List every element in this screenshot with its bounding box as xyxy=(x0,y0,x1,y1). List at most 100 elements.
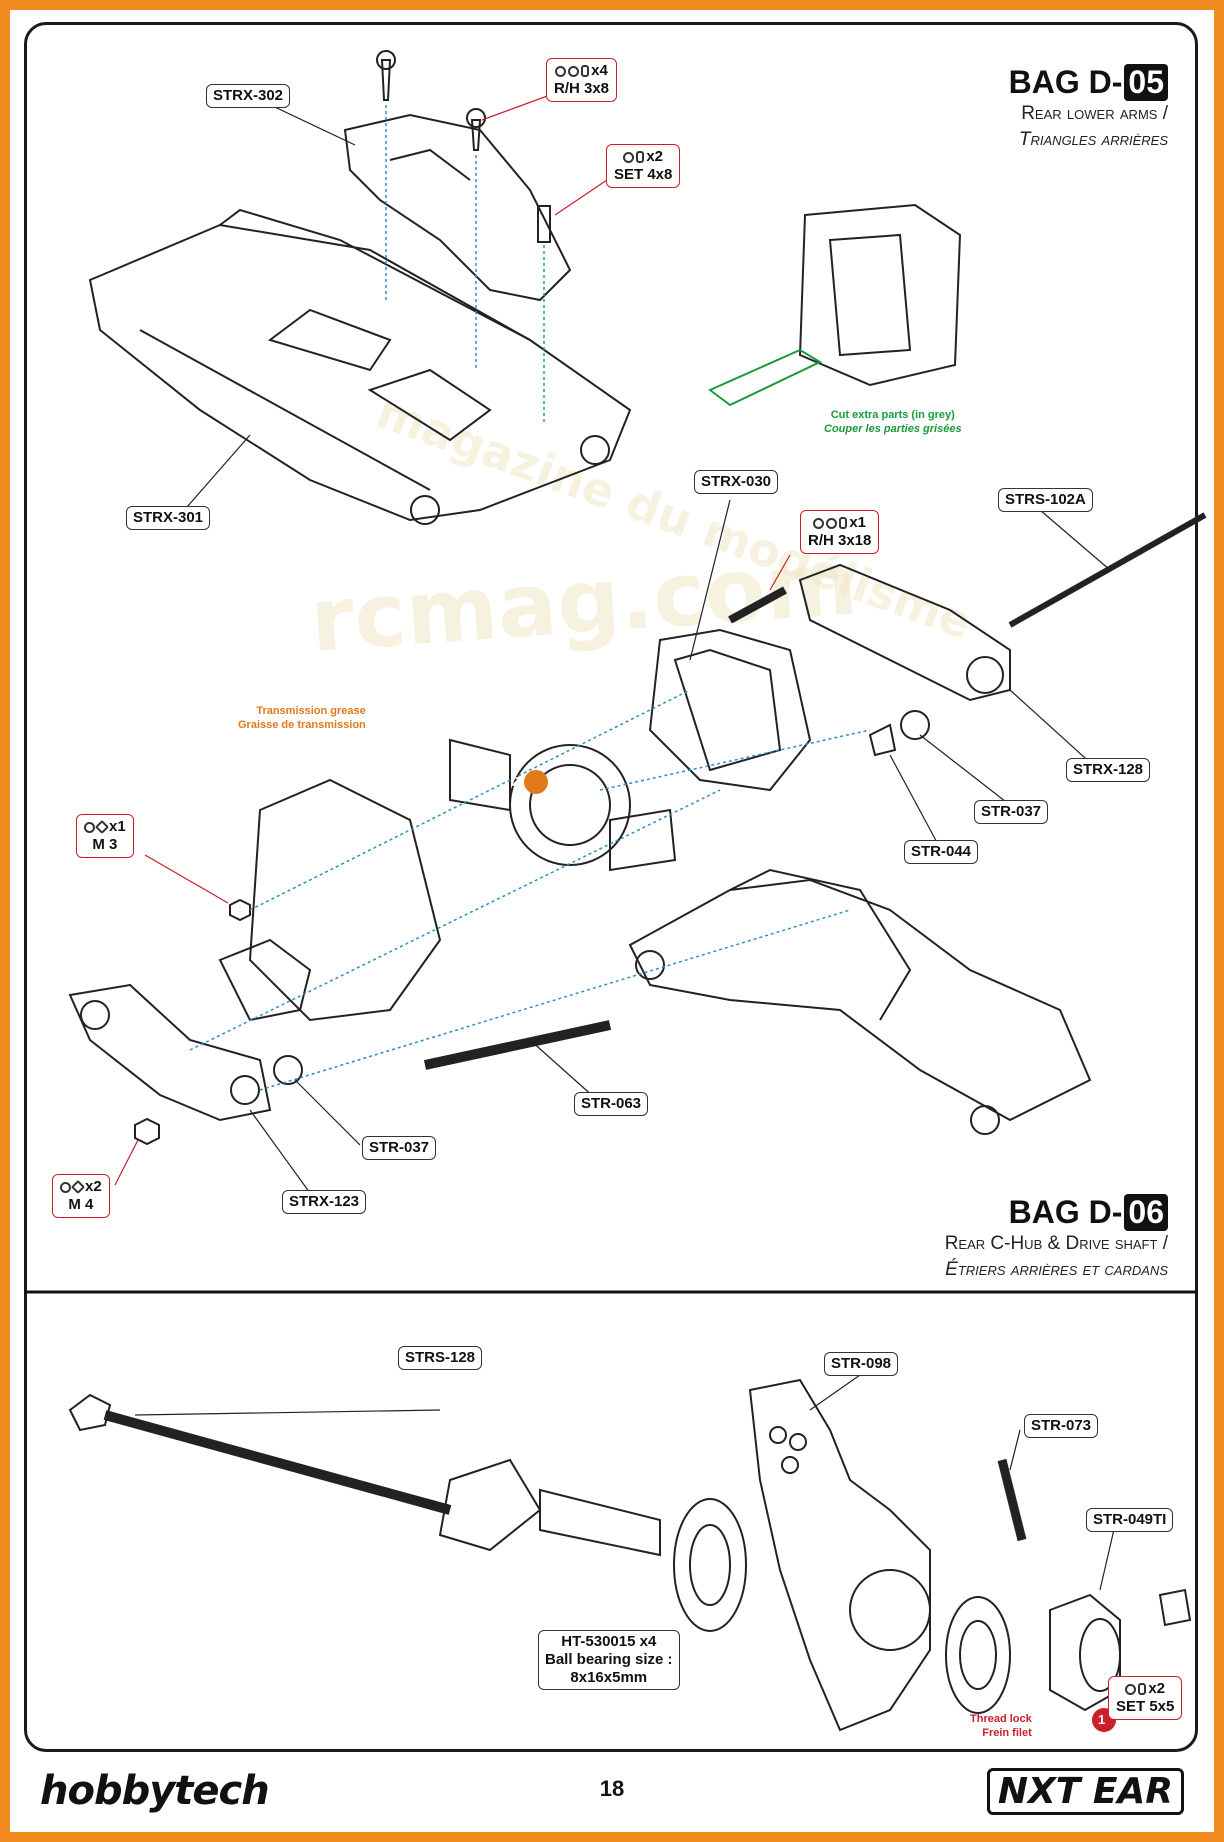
bag-d06-number: 06 xyxy=(1124,1194,1168,1231)
washer-icon xyxy=(60,1181,71,1193)
hardware-set5x5-size: SET 5x5 xyxy=(1116,1698,1175,1715)
hobbytech-logo: hobbytech xyxy=(40,1768,270,1814)
part-label-str037-bottom: STR-037 xyxy=(362,1136,437,1160)
screw-rh3x8 xyxy=(380,59,392,101)
differential xyxy=(509,744,631,866)
nut-icon xyxy=(70,1179,86,1195)
hardware-leaders xyxy=(114,94,791,1186)
setscrew-set5x5 xyxy=(1158,1588,1192,1627)
bearing-callout-line3: 8x16x5mm xyxy=(570,1669,648,1686)
hardware-m4-qty: x2 xyxy=(85,1178,102,1195)
part-label-str098: STR-098 xyxy=(824,1352,899,1376)
gearbox-housing xyxy=(648,628,812,792)
screw-icon xyxy=(839,517,848,529)
manual-page: magazine du modélisme rcmag.com xyxy=(10,10,1214,1832)
content-frame xyxy=(24,22,1198,1752)
hardware-rh3x18: x1 R/H 3x18 xyxy=(800,510,880,554)
hardware-set4x8-qty: x2 xyxy=(646,148,664,165)
hardware-set4x8: x2 SET 4x8 xyxy=(606,144,681,188)
bag-d06-subtitle-en: Rear C-Hub & Drive shaft / xyxy=(944,1233,1168,1254)
bag-d05-subtitle-fr: Triangles arrières xyxy=(1018,129,1168,150)
bag-d05-subtitle-en: Rear lower arms / xyxy=(1021,103,1168,124)
hardware-rh3x18-qty: x1 xyxy=(849,514,867,531)
step-1-label: 1 xyxy=(1098,1712,1106,1727)
hardware-m3: x1 M 3 xyxy=(76,814,134,858)
hardware-m3-qty: x1 xyxy=(109,818,126,835)
hardware-m3-size: M 3 xyxy=(92,836,118,853)
rear-bulkhead xyxy=(248,778,442,1022)
part-label-str049ti: STR-049TI xyxy=(1086,1508,1174,1532)
part-label-str073: STR-073 xyxy=(1024,1414,1099,1438)
chub-str098 xyxy=(748,1378,931,1732)
nut-m4 xyxy=(134,1117,160,1146)
bushing-str037-bottom xyxy=(273,1055,303,1085)
bearing-ht530015 xyxy=(673,1498,747,1632)
part-label-strs128: STRS-128 xyxy=(398,1346,483,1370)
part-label-str044: STR-044 xyxy=(904,840,979,864)
bearing-hub xyxy=(945,1596,1011,1714)
cut-part-green xyxy=(708,348,823,407)
shim-str044 xyxy=(868,723,897,757)
bearing-callout: HT-530015 x4 Ball bearing size : 8x16x5m… xyxy=(538,1630,680,1690)
hardware-rh3x8-qty: x4 xyxy=(591,62,608,79)
washer-icon xyxy=(568,65,580,77)
lower-arm-right xyxy=(628,878,1092,1122)
hardware-rh3x18-size: R/H 3x18 xyxy=(808,532,872,549)
nxt-ear-logo: NXT EAR xyxy=(986,1768,1184,1815)
cut-note-fr: Couper les parties grisées xyxy=(824,423,962,435)
hardware-set4x8-size: SET 4x8 xyxy=(614,166,673,183)
arm-mount-strx123 xyxy=(68,983,272,1122)
step-2-label: 2 xyxy=(512,774,520,789)
bag-d05-title: BAG D-05 xyxy=(1009,64,1168,101)
hardware-m4-size: M 4 xyxy=(68,1196,94,1213)
step-2-marker xyxy=(524,770,548,794)
thread-lock-note-fr: Frein filet xyxy=(982,1727,1032,1739)
arm-mount-strx128 xyxy=(798,563,1011,702)
hardware-rh3x8-size: R/H 3x8 xyxy=(554,80,610,97)
driveshaft-strs128 xyxy=(68,1393,112,1432)
nut-m3 xyxy=(229,898,251,922)
washer-icon xyxy=(623,151,635,163)
grease-note: Transmission grease Graisse de transmiss… xyxy=(238,704,366,732)
hardware-set5x5-qty: x2 xyxy=(1148,1680,1166,1697)
lower-arm-strx301 xyxy=(88,223,632,522)
bag-d05-title-text: BAG D- xyxy=(1008,64,1123,100)
part-label-strx302: STRX-302 xyxy=(206,84,291,108)
cut-note-en: Cut extra parts (in grey) xyxy=(830,409,955,421)
grease-note-fr: Graisse de transmission xyxy=(238,719,366,731)
pin-str073 xyxy=(997,1458,1027,1542)
nut-icon xyxy=(94,819,110,835)
pin-str063 xyxy=(423,1020,612,1070)
part-label-str063: STR-063 xyxy=(574,1092,649,1116)
part-label-str037-top: STR-037 xyxy=(974,800,1049,824)
washer-icon xyxy=(813,517,825,529)
hardware-m4: x2 M 4 xyxy=(52,1174,110,1218)
pin-strs102a xyxy=(1008,512,1207,628)
bag-d06-subtitle-fr: Étriers arrières et cardans xyxy=(945,1259,1168,1280)
gearbox-top-strx030 xyxy=(798,203,962,387)
cut-note: Cut extra parts (in grey) Couper les par… xyxy=(824,408,962,436)
guide-lines xyxy=(189,105,871,1091)
washer-icon xyxy=(826,517,838,529)
hardware-set5x5: x2 SET 5x5 xyxy=(1108,1676,1183,1720)
grease-note-en: Transmission grease xyxy=(256,705,366,717)
bearing-callout-line2: Ball bearing size : xyxy=(545,1651,673,1668)
part-label-strs102a: STRS-102A xyxy=(998,488,1093,512)
part-label-strx123: STRX-123 xyxy=(282,1190,367,1214)
screw-rh3x18 xyxy=(728,586,787,624)
thread-lock-note-en: Thread lock xyxy=(970,1713,1032,1725)
hardware-rh3x8: x4 R/H 3x8 xyxy=(546,58,618,102)
washer-icon xyxy=(1125,1683,1137,1695)
leader-lines xyxy=(134,99,1116,1591)
brace-strx302 xyxy=(343,113,572,302)
bag-d05-number: 05 xyxy=(1124,64,1168,101)
washer-icon xyxy=(555,65,567,77)
bushing-str037-top xyxy=(900,710,930,740)
bearing-callout-line1: HT-530015 x4 xyxy=(561,1633,657,1650)
washer-icon xyxy=(84,821,95,833)
bag-d06-title-text: BAG D- xyxy=(1008,1194,1123,1230)
assembly-illustration xyxy=(24,50,1207,1732)
part-label-strx128: STRX-128 xyxy=(1066,758,1151,782)
screw-icon xyxy=(636,151,645,163)
bag-d06-title: BAG D-06 xyxy=(1009,1194,1168,1231)
